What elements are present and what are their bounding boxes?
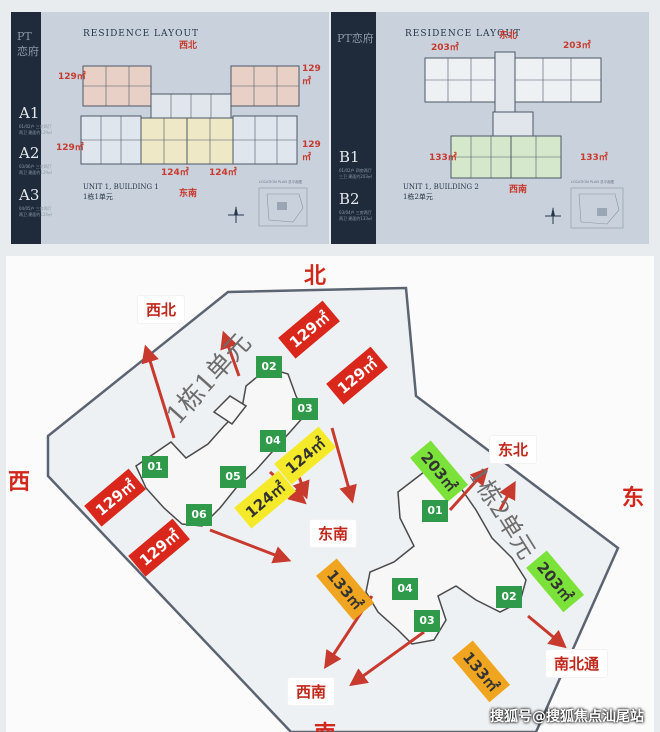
panel-a-stamp: LOCATION PLAN 总平面图	[259, 180, 303, 184]
compass-south: 南	[314, 716, 336, 732]
panel-b-sidebar: PT恋府 B1 01/02户 四房两厅三卫 建面约203㎡ B2 03/04户 …	[331, 12, 376, 244]
tag-southwest: 西南	[288, 678, 335, 705]
panel-b-header: RESIDENCE LAYOUT	[405, 29, 522, 39]
panel-a-logo: PT恋府	[17, 30, 39, 58]
panel-a-unit-en: UNIT 1, BUILDING 1	[83, 183, 159, 191]
unit-marker-b1-06: 06	[186, 504, 212, 526]
panel-b-area-ne: 203㎡	[563, 41, 591, 51]
panel-b-stamp: LOCATION PLAN 总平面图	[571, 180, 615, 184]
unit-marker-b1-01: 01	[142, 456, 168, 478]
unit-marker-b2-02: 02	[496, 586, 522, 608]
panel-a-dir-bottom: 东南	[179, 189, 198, 199]
panel-a-area-ne: 129㎡	[302, 64, 321, 87]
code-a2: A2	[19, 144, 40, 162]
floorplan-panel-building1: PT恋府 A1 01/02户 三房两厅两卫 建面约129㎡ A2 03/06户 …	[11, 12, 329, 244]
unit-marker-b2-01: 01	[422, 500, 448, 522]
orientation-diagram: 1栋1单元 1栋2单元 北 西 东 南 西北 东南 东北 西南 南北通 129㎡…	[6, 256, 654, 732]
panel-a-area-s1: 124㎡	[161, 168, 189, 178]
meta-b2: 03/04户 三房两厅两卫 建面约133㎡	[339, 210, 372, 221]
meta-b1: 01/02户 四房两厅三卫 建面约203㎡	[339, 168, 372, 179]
meta-a2: 03/06户 三房两厅两卫 建面约129㎡	[19, 164, 52, 175]
panel-a-area-e: 129㎡	[302, 140, 321, 163]
compass-west: 西	[8, 470, 31, 495]
panel-b-dir-top: 东北	[499, 31, 518, 41]
panel-b-area-sw: 133㎡	[429, 153, 457, 163]
tag-northwest: 西北	[138, 296, 185, 323]
tag-northeast: 东北	[490, 436, 537, 463]
unit-marker-b1-05: 05	[220, 466, 246, 488]
site-boundary	[46, 286, 620, 732]
floorplan-panel-building2: PT恋府 B1 01/02户 四房两厅三卫 建面约203㎡ B2 03/04户 …	[331, 12, 649, 244]
panel-a-floorplan	[80, 65, 308, 227]
watermark: 搜狐号@搜狐焦点汕尾站	[490, 709, 644, 725]
code-a3: A3	[19, 186, 40, 204]
compass-east: 东	[622, 486, 645, 511]
unit-marker-b1-03: 03	[292, 398, 318, 420]
unit-marker-b2-03: 03	[414, 610, 440, 632]
panel-b-dir-bottom: 西南	[509, 185, 528, 195]
orientation-diagram-svg: 1栋1单元 1栋2单元	[46, 286, 620, 732]
panel-a-unit-cn: 1栋1单元	[83, 193, 113, 201]
code-a1: A1	[19, 104, 40, 122]
code-b1: B1	[339, 148, 360, 166]
meta-a3: 04/05户 三房两厅两卫 建面约124㎡	[19, 206, 52, 217]
panel-b-area-se: 133㎡	[580, 153, 608, 163]
panel-a-header: RESIDENCE LAYOUT	[83, 29, 200, 39]
tag-southeast: 东南	[310, 520, 357, 547]
panel-b-unit-en: UNIT 1, BUILDING 2	[403, 183, 479, 191]
panel-a-area-s2: 124㎡	[209, 168, 237, 178]
panel-a-dir-top: 西北	[179, 41, 198, 51]
panel-b-area-nw: 203㎡	[431, 43, 459, 53]
unit-marker-b1-02: 02	[256, 356, 282, 378]
panel-b-logo: PT恋府	[337, 32, 374, 45]
code-b2: B2	[339, 190, 360, 208]
compass-north: 北	[304, 264, 327, 289]
tag-north-south: 南北通	[546, 650, 608, 677]
panel-a-unit-label: UNIT 1, BUILDING 1 1栋1单元	[83, 182, 159, 202]
panel-b-unit-cn: 1栋2单元	[403, 193, 433, 201]
unit-marker-b2-04: 04	[392, 578, 418, 600]
building2-footprint	[365, 471, 527, 645]
panel-a-area-w: 129㎡	[56, 143, 84, 153]
panel-a-area-nw: 129㎡	[58, 72, 86, 82]
panel-b-unit-label: UNIT 1, BUILDING 2 1栋2单元	[403, 182, 479, 202]
panel-b-floorplan	[424, 51, 624, 229]
unit-marker-b1-04: 04	[260, 430, 286, 452]
panel-a-sidebar: PT恋府 A1 01/02户 三房两厅两卫 建面约129㎡ A2 03/06户 …	[11, 12, 52, 244]
meta-a1: 01/02户 三房两厅两卫 建面约129㎡	[19, 124, 52, 135]
